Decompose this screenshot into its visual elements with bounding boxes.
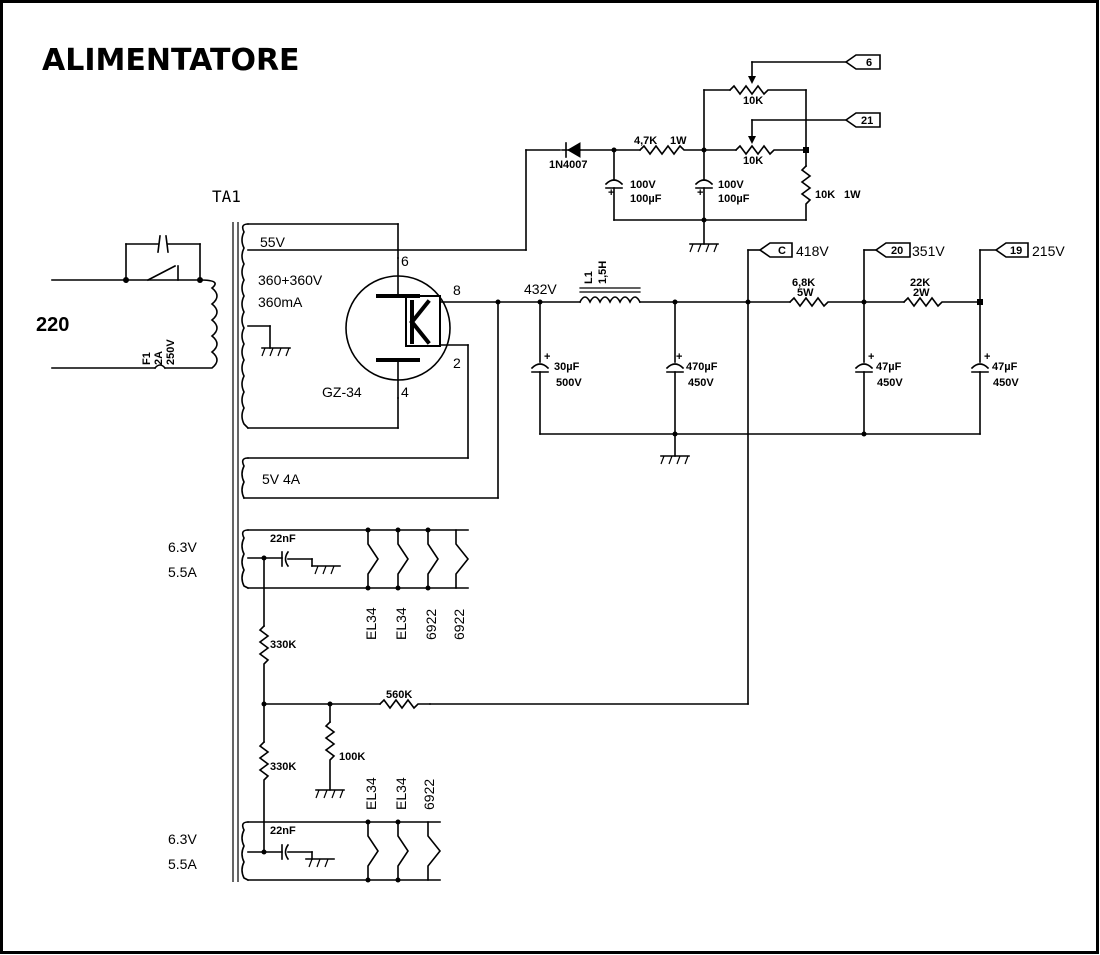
svg-text:+: + <box>608 187 614 199</box>
winding-360-360v: 360+360V <box>258 272 323 288</box>
r47k-watt: 1W <box>670 135 687 147</box>
r68-watt: 5W <box>797 287 814 299</box>
heater1-volt: 6.3V <box>168 539 197 555</box>
c30-cap: 30µF <box>554 361 580 373</box>
svg-text:1,5H: 1,5H <box>597 261 609 284</box>
v351-label: 351V <box>912 243 945 259</box>
c47b-cap: 47µF <box>992 361 1018 373</box>
svg-text:+: + <box>868 351 874 363</box>
svg-text:C: C <box>778 245 786 257</box>
r22-watt: 2W <box>913 287 930 299</box>
pot1-label: 10K <box>743 95 763 107</box>
svg-text:+: + <box>676 351 682 363</box>
r10k-label: 10K <box>815 189 835 201</box>
c22a-label: 22nF <box>270 533 296 545</box>
page-title: ALIMENTATORE <box>42 43 300 78</box>
svg-text:2A: 2A <box>153 351 165 365</box>
hv-filter: + + + + <box>495 249 997 705</box>
choke-label: L1 1,5H <box>583 261 609 284</box>
heater2-amp: 5.5A <box>168 856 197 872</box>
heater1-amp: 5.5A <box>168 564 197 580</box>
svg-text:6922: 6922 <box>423 609 439 640</box>
c30-volt: 500V <box>556 377 582 389</box>
r560-label: 560K <box>386 689 412 701</box>
winding-55v: 55V <box>260 234 286 250</box>
tube-pin-8: 8 <box>453 282 461 298</box>
c1-volt: 100V <box>630 179 656 191</box>
v418-label: 418V <box>796 243 829 259</box>
heater-winding-2 <box>241 819 442 883</box>
diode-label: 1N4007 <box>549 159 588 171</box>
c2-cap: 100µF <box>718 193 750 205</box>
svg-text:EL34: EL34 <box>363 777 379 810</box>
svg-text:EL34: EL34 <box>393 607 409 640</box>
svg-text:EL34: EL34 <box>393 777 409 810</box>
r330b-label: 330K <box>270 761 296 773</box>
r22-label: 22K <box>910 277 930 289</box>
c2-volt: 100V <box>718 179 744 191</box>
secondary-winding <box>241 223 399 430</box>
tag-6: 6 <box>844 54 881 70</box>
pot2-label: 10K <box>743 155 763 167</box>
svg-text:6: 6 <box>866 57 872 69</box>
v215-label: 215V <box>1032 243 1065 259</box>
svg-text:6922: 6922 <box>451 609 467 640</box>
svg-text:+: + <box>544 351 550 363</box>
transformer-ref: TA1 <box>212 187 241 206</box>
tube-pin-4: 4 <box>401 384 409 400</box>
tubes2-labels: EL34 EL34 6922 <box>363 777 437 810</box>
svg-text:EL34: EL34 <box>363 607 379 640</box>
filament-winding <box>241 301 499 500</box>
svg-text:19: 19 <box>1010 245 1022 257</box>
c47a-volt: 450V <box>877 377 903 389</box>
svg-text:250V: 250V <box>165 339 177 365</box>
heater-winding-1 <box>241 527 470 591</box>
mains-label: 220 <box>36 314 69 336</box>
r47k-label: 4,7K <box>634 135 657 147</box>
v432-label: 432V <box>524 281 557 297</box>
tag-c: C <box>758 242 793 258</box>
svg-text:21: 21 <box>861 115 873 127</box>
tag-19: 19 <box>994 242 1029 258</box>
c1-cap: 100µF <box>630 193 662 205</box>
winding-5v: 5V 4A <box>262 471 301 487</box>
c470-cap: 470µF <box>686 361 718 373</box>
svg-text:F1: F1 <box>141 352 153 365</box>
r100-label: 100K <box>339 751 365 763</box>
c47a-cap: 47µF <box>876 361 902 373</box>
c22b-label: 22nF <box>270 825 296 837</box>
svg-text:20: 20 <box>891 245 903 257</box>
r10k-watt: 1W <box>844 189 861 201</box>
c470-volt: 450V <box>688 377 714 389</box>
tag-21: 21 <box>844 112 881 128</box>
c47b-volt: 450V <box>993 377 1019 389</box>
svg-text:+: + <box>697 187 703 199</box>
tubes1-labels: EL34 EL34 6922 6922 <box>363 607 467 640</box>
fuse-label: F1 2A 250V <box>141 339 177 365</box>
r330a-label: 330K <box>270 639 296 651</box>
winding-360ma: 360mA <box>258 294 303 310</box>
svg-text:L1: L1 <box>583 271 595 284</box>
primary-winding <box>51 235 218 370</box>
heater-bias <box>258 557 749 853</box>
rectifier-tube <box>345 257 541 399</box>
tag-20: 20 <box>874 242 911 258</box>
bias-circuit: + + <box>247 61 847 253</box>
svg-text:6922: 6922 <box>421 779 437 810</box>
svg-text:+: + <box>984 351 990 363</box>
tube-pin-2: 2 <box>453 355 461 371</box>
r68-label: 6,8K <box>792 277 815 289</box>
heater2-volt: 6.3V <box>168 831 197 847</box>
tube-pin-6: 6 <box>401 253 409 269</box>
tube-ref: GZ-34 <box>322 384 362 400</box>
transformer-core <box>232 222 239 882</box>
